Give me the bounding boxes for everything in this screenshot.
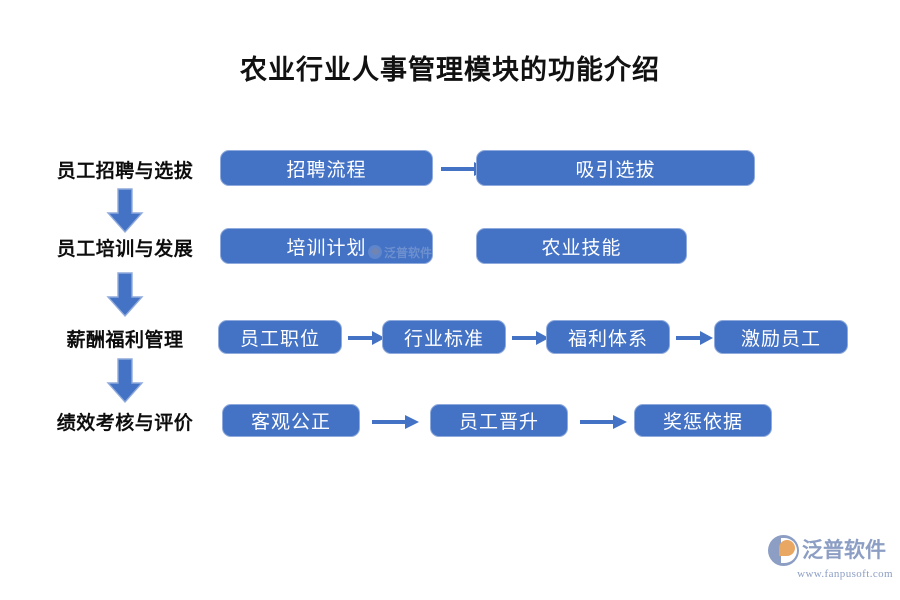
node-box-training-plan[interactable]: 培训计划 xyxy=(220,228,433,264)
stage-arrow-down-2 xyxy=(105,272,145,318)
fanpu-logo-icon xyxy=(768,534,799,566)
stage-label-training: 员工培训与发展 xyxy=(56,239,194,260)
row4-arrow-right-2 xyxy=(580,412,628,432)
node-box-motivate-employee[interactable]: 激励员工 xyxy=(714,320,848,354)
node-box-objective-fairness[interactable]: 客观公正 xyxy=(222,404,360,437)
brand-url: www.fanpusoft.com xyxy=(797,568,893,580)
node-box-industry-standard[interactable]: 行业标准 xyxy=(382,320,506,354)
brand-logo-row: 泛普软件 xyxy=(768,533,893,567)
brand-name: 泛普软件 xyxy=(802,538,886,562)
node-box-welfare-system[interactable]: 福利体系 xyxy=(546,320,670,354)
stage-arrow-down-1 xyxy=(105,188,145,234)
node-box-agriculture-skill[interactable]: 农业技能 xyxy=(476,228,687,264)
node-box-employee-position[interactable]: 员工职位 xyxy=(218,320,342,354)
node-box-reward-penalty-basis[interactable]: 奖惩依据 xyxy=(634,404,772,437)
stage-label-performance: 绩效考核与评价 xyxy=(56,413,194,434)
row3-arrow-right-2 xyxy=(512,328,550,348)
node-box-attract-selection[interactable]: 吸引选拔 xyxy=(476,150,755,186)
stage-label-compensation: 薪酬福利管理 xyxy=(66,330,184,351)
row3-arrow-right-1 xyxy=(348,328,386,348)
node-box-employee-promotion[interactable]: 员工晋升 xyxy=(430,404,568,437)
stage-arrow-down-3 xyxy=(105,358,145,404)
page-title: 农业行业人事管理模块的功能介绍 xyxy=(240,55,660,85)
brand-logo: 泛普软件 www.fanpusoft.com xyxy=(768,533,893,587)
row4-arrow-right-1 xyxy=(372,412,420,432)
row3-arrow-right-3 xyxy=(676,328,714,348)
node-box-recruitment-process[interactable]: 招聘流程 xyxy=(220,150,433,186)
stage-label-recruitment: 员工招聘与选拔 xyxy=(56,161,194,182)
